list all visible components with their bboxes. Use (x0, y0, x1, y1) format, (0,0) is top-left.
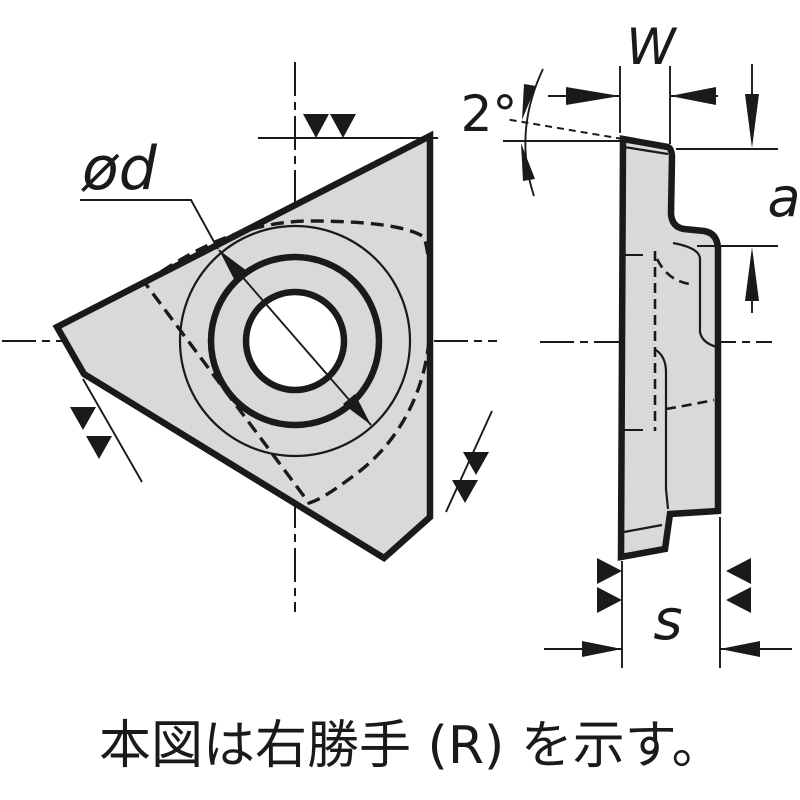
surface-finish-marks-side-left (597, 558, 622, 613)
width-label: W (626, 18, 677, 76)
profile-outline (617, 135, 722, 561)
hole-circle (242, 288, 348, 394)
angle-arc (524, 68, 544, 197)
taper-angle-dimension: 2° (461, 68, 630, 197)
diameter-dimension: ød (80, 134, 372, 426)
width-dimension: W (548, 18, 718, 144)
side-view: W 2° a s (461, 18, 800, 668)
finish-mark-line (82, 378, 143, 483)
diameter-leader-line (80, 199, 219, 250)
taper-angle-label: 2° (461, 85, 518, 143)
thickness-dimension: s (544, 517, 792, 668)
counterbore-circle (207, 253, 383, 429)
diameter-arrowhead-lower (343, 394, 371, 425)
dimension-arrowhead (582, 641, 622, 657)
thickness-label: s (653, 588, 682, 653)
dimension-arrowhead (745, 94, 759, 148)
front-view: ød (2, 62, 497, 612)
surface-finish-marks-top (258, 114, 438, 139)
caption: 本図は右勝手 (R) を示す。 (99, 716, 724, 776)
finish-triangle-icon (597, 558, 622, 584)
dimension-arrowhead (745, 247, 759, 301)
top-face-edge-line (623, 145, 669, 156)
tip-height-dimension: a (676, 64, 800, 313)
finish-triangle-icon (726, 558, 751, 584)
inscribed-circle (178, 224, 412, 458)
finish-triangle-icon (452, 480, 478, 503)
finish-triangle-icon (86, 436, 112, 459)
surface-finish-marks-side-right (726, 558, 751, 613)
surface-finish-marks-lower-right (445, 410, 493, 513)
hidden-back-outline (142, 219, 433, 505)
diameter-line (218, 249, 372, 426)
dimension-arrowhead (670, 87, 716, 105)
diameter-label: ød (81, 134, 158, 204)
diameter-arrowhead-upper (219, 250, 247, 281)
angle-slope-line (504, 118, 624, 140)
tip-height-label: a (767, 166, 800, 229)
finish-triangle-icon (726, 587, 751, 613)
dimension-arrowhead (566, 87, 620, 105)
angle-arrowhead-upper (522, 84, 536, 120)
dimension-arrowhead (720, 641, 760, 657)
angle-arrowhead-lower (521, 143, 535, 181)
hidden-fillet-upper (655, 258, 691, 286)
finish-triangle-icon (463, 452, 489, 475)
bottom-tip-edge-line (623, 523, 663, 534)
boss-edge-lower (655, 349, 670, 510)
finish-triangle-icon (70, 407, 96, 430)
finish-triangle-icon (330, 114, 356, 138)
surface-finish-marks-lower-left (70, 378, 143, 483)
hidden-fillet-lower (665, 398, 715, 411)
finish-triangle-icon (597, 587, 622, 613)
finish-triangle-icon (303, 114, 329, 138)
boss-edge-upper (672, 241, 718, 349)
